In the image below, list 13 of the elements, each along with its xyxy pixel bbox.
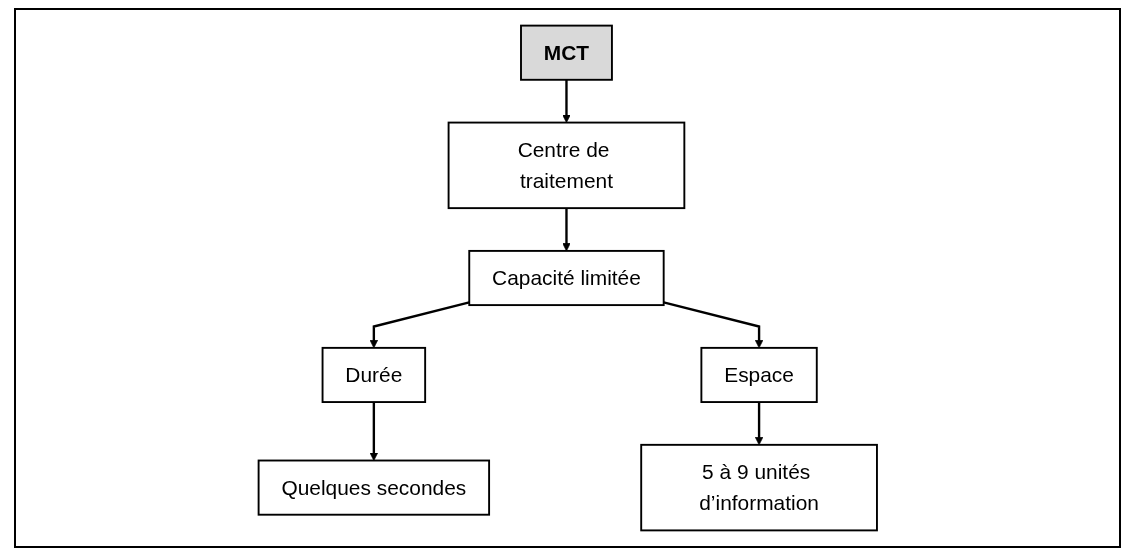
arrow xyxy=(754,402,763,446)
node-box: Centre de traitement xyxy=(447,121,685,210)
arrow xyxy=(369,402,378,461)
node-box: Capacité limitée xyxy=(468,249,665,307)
node-box: MCT xyxy=(519,24,613,81)
arrow xyxy=(562,79,571,123)
arrow xyxy=(369,301,470,349)
node-box: 5 à 9 unités d’information xyxy=(639,443,878,532)
arrow xyxy=(562,208,571,252)
arrow xyxy=(663,301,763,349)
node-box: Espace xyxy=(700,346,818,403)
node-box: Durée xyxy=(321,346,426,403)
node-box: Quelques secondes xyxy=(257,459,490,516)
